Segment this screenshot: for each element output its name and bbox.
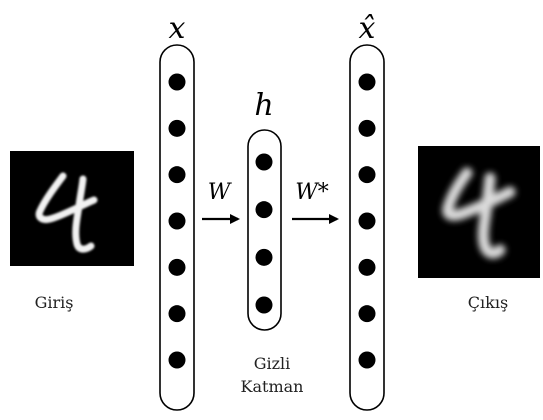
- input-layer: [159, 44, 195, 411]
- hidden-layer-caption: Gizli Katman: [241, 352, 304, 398]
- output-digit: [442, 167, 516, 259]
- input-layer-symbol: x: [169, 11, 186, 46]
- hidden-node-1: [255, 153, 273, 171]
- output-layer-symbol: x̂: [359, 11, 376, 46]
- hidden-layer-symbol: h: [254, 88, 273, 123]
- hidden-layer-caption-line2: Katman: [240, 377, 304, 396]
- input-node-4: [168, 212, 186, 230]
- hidden-node-3: [255, 248, 273, 266]
- output-node-5: [358, 258, 376, 276]
- input-layer-nodes: [168, 73, 186, 369]
- hidden-layer-caption-line1: Gizli: [253, 354, 291, 373]
- output-node-7: [358, 351, 376, 369]
- input-node-1: [168, 73, 186, 91]
- input-node-6: [168, 305, 186, 323]
- input-node-7: [168, 351, 186, 369]
- output-layer: [349, 44, 385, 411]
- output-node-2: [358, 119, 376, 137]
- output-layer-nodes: [358, 73, 376, 369]
- output-image: [418, 146, 540, 278]
- decoder-weight-label: W*: [295, 180, 329, 205]
- output-node-3: [358, 166, 376, 184]
- input-image-label: Giriş: [34, 293, 74, 312]
- input-digit: [35, 172, 98, 253]
- input-node-3: [168, 166, 186, 184]
- hidden-layer-capsule: [247, 129, 282, 331]
- hidden-layer: [247, 129, 282, 331]
- input-node-2: [168, 119, 186, 137]
- hidden-node-4: [255, 296, 273, 314]
- output-layer-capsule: [349, 44, 385, 411]
- output-node-4: [358, 212, 376, 230]
- output-node-1: [358, 73, 376, 91]
- output-image-label: Çıkış: [467, 293, 509, 312]
- encoder-weight-label: W: [208, 180, 233, 205]
- hidden-layer-nodes: [255, 153, 273, 314]
- input-layer-capsule: [159, 44, 195, 411]
- input-image: [10, 151, 134, 266]
- input-node-5: [168, 258, 186, 276]
- hidden-node-2: [255, 201, 273, 219]
- output-node-6: [358, 305, 376, 323]
